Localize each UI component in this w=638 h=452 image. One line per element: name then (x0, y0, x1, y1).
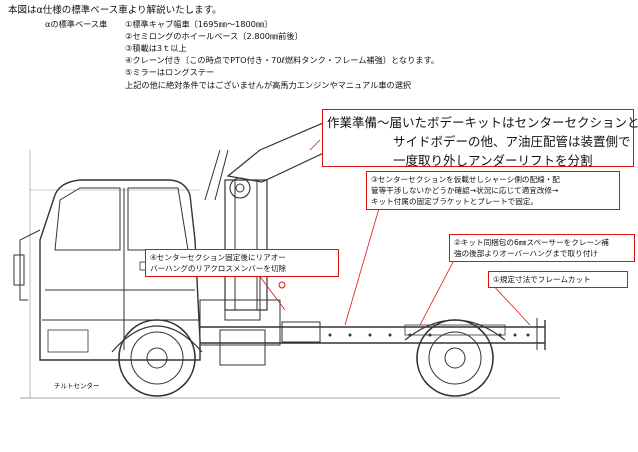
spec-5: ⑤ミラーはロングステー (125, 67, 215, 77)
callout-2-line-1: ②キット同梱包の6㎜スペーサーをクレーン補 (454, 238, 609, 247)
work-line-2: サイドボデーの他、ア油圧配管は装置側で (393, 134, 631, 149)
callout-3-line-3: キット付属の固定ブラケットとプレートで固定。 (371, 197, 539, 206)
work-title: 作業準備 (327, 115, 378, 130)
base-label: αの標準ベース車 (45, 19, 108, 29)
callout-3-line-2: 管等干渉しないかどうか確認→状況に応じて適宜改修→ (371, 186, 559, 195)
callout-2-line-2: 強の後部よりオーバーハングまで取り付け (454, 249, 598, 258)
callout-1: ①規定寸法でフレームカット (488, 271, 628, 288)
spec-4: ④クレーン付き〔この時点でPTO付き・70ℓ燃料タンク・フレーム補強〕となります… (125, 55, 440, 65)
callout-4-line-2: バーハングのリアクロスメンバーを切除 (150, 264, 287, 273)
work-line-3: 一度取り外しアンダーリフトを分割 (393, 153, 593, 168)
intro-text: 本図はα仕様の標準ベース車より解説いたします。 (8, 5, 222, 16)
callout-2: ②キット同梱包の6㎜スペーサーをクレーン補 強の後部よりオーバーハングまで取り付… (449, 234, 635, 262)
work-line-1: 届いたボデーキットはセンターセクションと (389, 115, 638, 130)
tilt-center-label: チルトセンター (54, 382, 100, 390)
callout-4: ④センターセクション固定後にリアオー バーハングのリアクロスメンバーを切除 (145, 249, 339, 277)
callout-3: ③センターセクションを仮載せしシャーシ側の配線・配 管等干渉しないかどうか確認→… (366, 171, 620, 210)
spec-2: ②セミロングのホイールベース〔2.800㎜前後〕 (125, 31, 303, 41)
callout-3-line-1: ③センターセクションを仮載せしシャーシ側の配線・配 (371, 175, 560, 184)
work-preparation-box: 作業準備～届いたボデーキットはセンターセクションと サイドボデーの他、ア油圧配管… (322, 109, 638, 168)
spec-3: ③積載は3ｔ以上 (125, 43, 187, 53)
callout-4-line-1: ④センターセクション固定後にリアオー (150, 253, 286, 262)
spec-1: ①標準キャブ幅車〔1695㎜～1800㎜〕 (125, 19, 273, 29)
spec-note: 上記の他に絶対条件ではございませんが高馬力エンジンやマニュアル車の選択 (125, 80, 412, 90)
